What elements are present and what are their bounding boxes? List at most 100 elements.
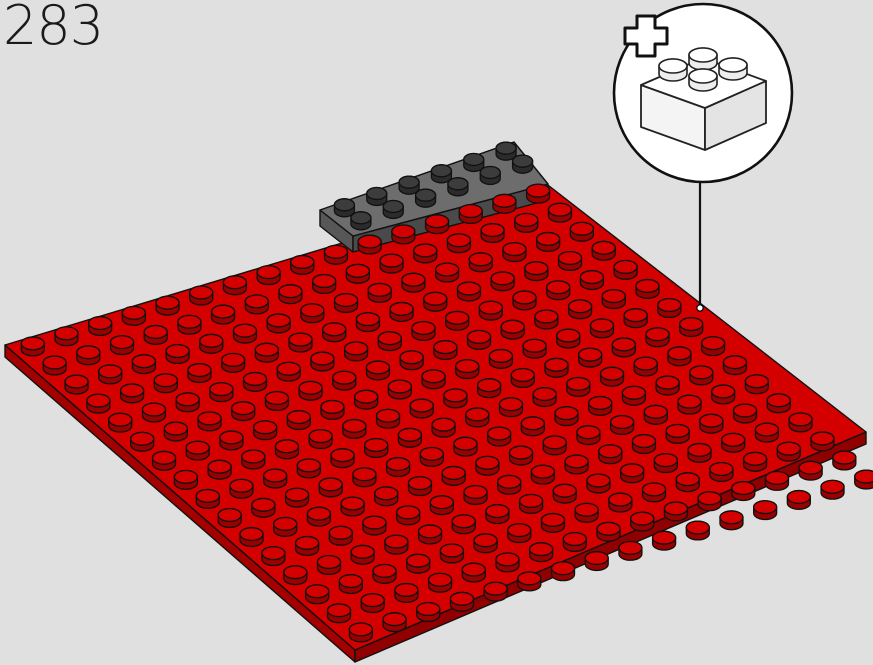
baseplate-stud <box>343 420 366 439</box>
baseplate-stud <box>488 427 511 446</box>
baseplate-stud <box>122 306 145 325</box>
baseplate-stud <box>634 357 657 376</box>
baseplate-stud <box>587 474 610 493</box>
baseplate-stud <box>811 432 834 451</box>
part-callout <box>614 4 792 182</box>
baseplate-stud <box>230 479 253 498</box>
baseplate-stud <box>156 296 179 315</box>
baseplate-stud <box>486 505 509 524</box>
baseplate-stud <box>333 371 356 390</box>
baseplate-stud <box>432 418 455 437</box>
baseplate-stud <box>745 375 768 394</box>
baseplate-stud <box>176 393 199 412</box>
baseplate-stud <box>313 275 336 294</box>
baseplate-stud <box>833 451 856 470</box>
baseplate-stud <box>590 319 613 338</box>
baseplate-stud <box>656 376 679 395</box>
baseplate-stud <box>531 465 554 484</box>
baseplate-stud <box>476 456 499 475</box>
baseplate-stud <box>456 360 479 379</box>
baseplate-stud <box>361 594 384 613</box>
baseplate-stud <box>245 295 268 314</box>
baseplate-stud <box>668 347 691 366</box>
baseplate-stud <box>520 494 543 513</box>
baseplate-stud <box>632 435 655 454</box>
baseplate-stud <box>402 273 425 292</box>
baseplate-stud <box>533 388 556 407</box>
baseplate-stud <box>575 503 598 522</box>
baseplate-stud <box>307 507 330 526</box>
baseplate-stud <box>459 205 482 224</box>
baseplate-stud <box>440 544 463 563</box>
baseplate-stud <box>319 478 342 497</box>
baseplate-stud <box>345 342 368 361</box>
baseplate-stud <box>611 416 634 435</box>
grey-plate-stud <box>431 165 451 183</box>
grey-plate-stud <box>513 155 533 173</box>
baseplate-stud <box>474 534 497 553</box>
baseplate-stud <box>329 526 352 545</box>
baseplate-stud <box>154 374 177 393</box>
baseplate-stud <box>498 475 521 494</box>
baseplate-stud <box>378 332 401 351</box>
baseplate-stud <box>821 480 844 499</box>
baseplate-stud <box>309 430 332 449</box>
baseplate-stud <box>601 367 624 386</box>
baseplate-stud <box>686 521 709 540</box>
baseplate-stud <box>530 543 553 562</box>
baseplate-stud <box>508 524 531 543</box>
baseplate-stud <box>720 511 743 530</box>
baseplate-stud <box>311 352 334 371</box>
baseplate-stud <box>521 417 544 436</box>
baseplate-stud <box>580 271 603 290</box>
baseplate-stud <box>468 330 491 349</box>
baseplate-stud <box>511 369 534 388</box>
baseplate-stud <box>410 399 433 418</box>
baseplate-stud <box>446 311 469 330</box>
baseplate-stud <box>597 522 620 541</box>
baseplate-stud <box>289 333 312 352</box>
baseplate-stud <box>417 603 440 622</box>
baseplate-stud <box>552 562 575 581</box>
baseplate-stud <box>196 490 219 509</box>
baseplate-stud <box>317 556 340 575</box>
baseplate-stud <box>636 280 659 299</box>
baseplate-stud <box>547 281 570 300</box>
baseplate-stud <box>570 222 593 241</box>
baseplate-stud <box>622 386 645 405</box>
baseplate-stud <box>527 184 550 203</box>
baseplate-stud <box>688 444 711 463</box>
baseplate-stud <box>284 566 307 585</box>
baseplate-stud <box>407 554 430 573</box>
grey-plate-stud <box>399 176 419 194</box>
baseplate-stud <box>513 291 536 310</box>
baseplate-stud <box>77 346 100 365</box>
baseplate-stud <box>291 256 314 275</box>
baseplate-stud <box>541 514 564 533</box>
baseplate-stud <box>210 383 233 402</box>
baseplate-stud <box>452 515 475 534</box>
baseplate-stud <box>218 509 241 528</box>
baseplate-stud <box>321 400 344 419</box>
baseplate-stud <box>646 328 669 347</box>
baseplate-stud <box>355 390 378 409</box>
baseplate-stud <box>254 421 277 440</box>
baseplate-stud <box>275 440 298 459</box>
baseplate-stud <box>111 336 134 355</box>
baseplate-stud <box>397 506 420 525</box>
baseplate-stud <box>599 445 622 464</box>
baseplate-stud <box>265 392 288 411</box>
baseplate-stud <box>499 398 522 417</box>
baseplate-stud <box>462 563 485 582</box>
baseplate-stud <box>479 301 502 320</box>
baseplate-stud <box>680 318 703 337</box>
baseplate-stud <box>543 436 566 455</box>
baseplate-stud <box>434 341 457 360</box>
baseplate-stud <box>501 320 524 339</box>
baseplate-stud <box>341 497 364 516</box>
baseplate-stud <box>87 394 110 413</box>
baseplate-stud <box>387 458 410 477</box>
baseplate-stud <box>755 423 778 442</box>
baseplate-stud <box>577 426 600 445</box>
